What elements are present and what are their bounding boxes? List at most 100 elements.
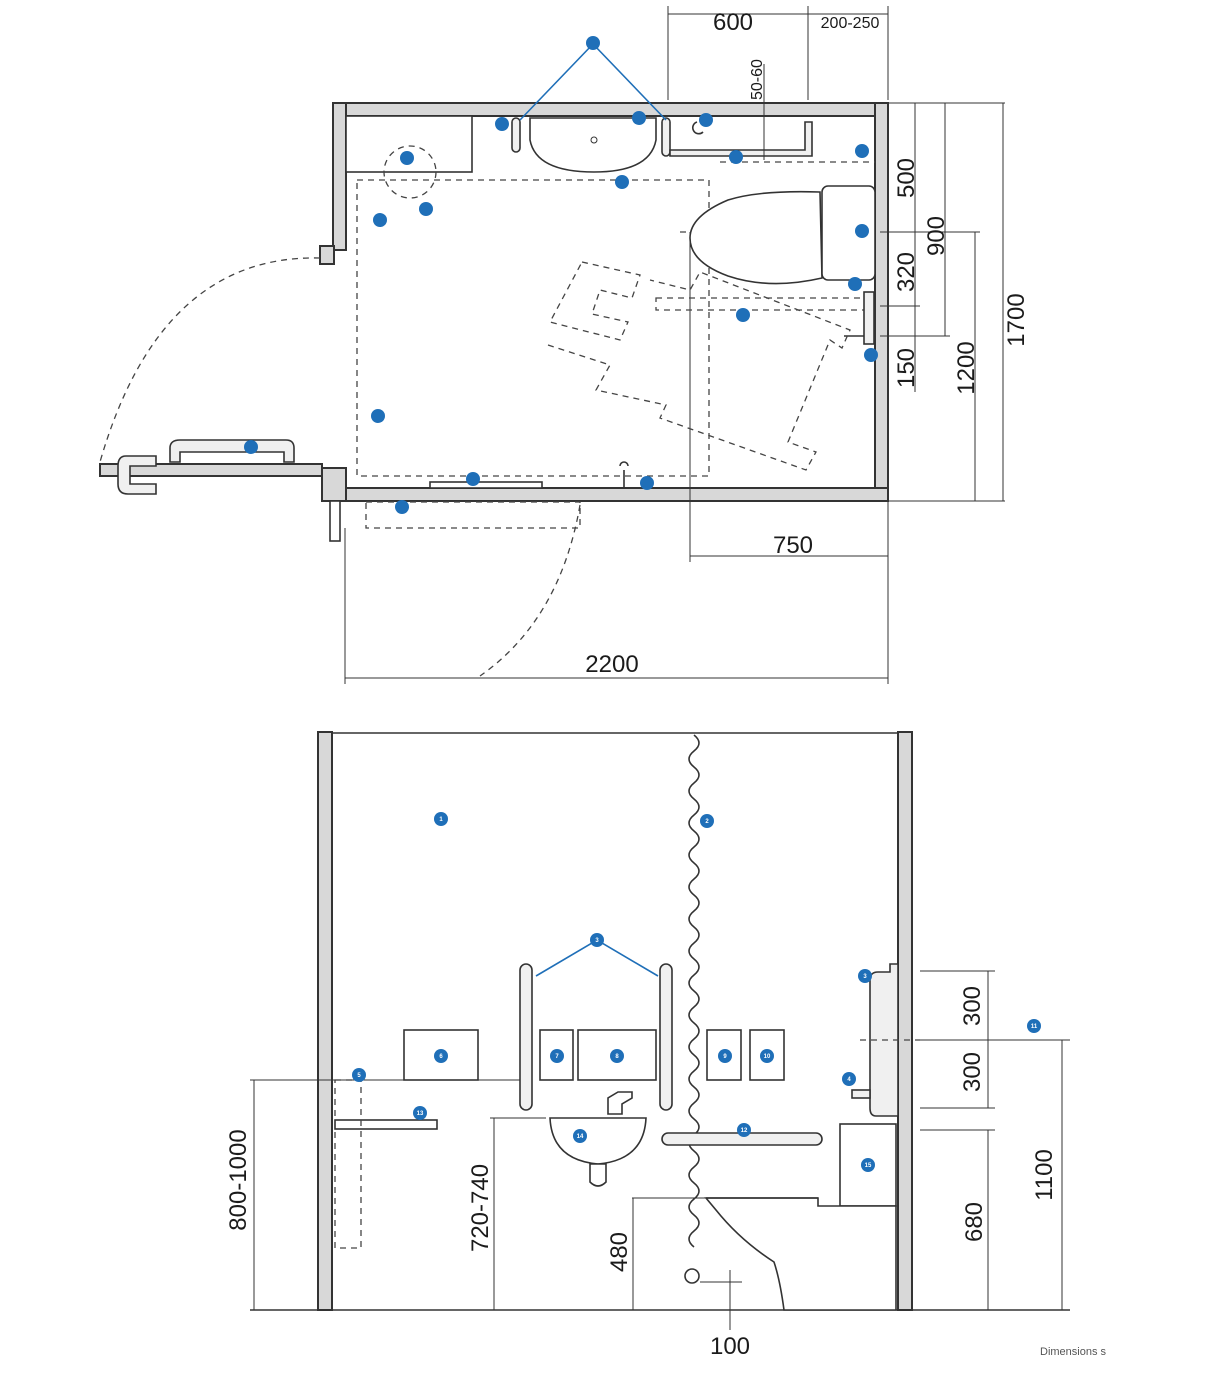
plan-marker bbox=[848, 277, 862, 291]
plan-outer-door-wall bbox=[99, 463, 323, 477]
marker-14-label: 14 bbox=[577, 1134, 584, 1140]
marker-11 bbox=[1027, 1019, 1041, 1033]
dim-750: 750 bbox=[773, 532, 813, 559]
turning-zone bbox=[356, 179, 710, 477]
marker-5 bbox=[352, 1068, 366, 1082]
elevation-view: 800-1000 720-740 480 100 300 300 680 110… bbox=[225, 731, 1070, 1360]
dim-720-740: 720-740 bbox=[467, 1164, 494, 1252]
elev-wall-right bbox=[897, 731, 913, 1311]
plan-marker bbox=[373, 213, 387, 227]
dim-300-bottom: 300 bbox=[959, 1052, 986, 1092]
plan-marker bbox=[615, 175, 629, 189]
elev-dim-right: 300 300 680 1100 bbox=[860, 970, 1070, 1310]
marker-7-label: 7 bbox=[555, 1054, 559, 1060]
marker-1-label: 1 bbox=[439, 817, 443, 823]
marker-2-label: 2 bbox=[705, 819, 709, 825]
marker-9-label: 9 bbox=[723, 1054, 727, 1060]
dim-500: 500 bbox=[893, 158, 920, 198]
marker-14 bbox=[573, 1129, 587, 1143]
dim-600: 600 bbox=[713, 9, 753, 36]
plan-grab-rail-right bbox=[661, 117, 671, 157]
marker-8-label: 8 bbox=[615, 1054, 619, 1060]
plan-toilet-pan bbox=[689, 190, 823, 285]
dim-100: 100 bbox=[710, 1333, 750, 1360]
elev-door-edge bbox=[334, 1079, 362, 1249]
dim-50-60: 50-60 bbox=[749, 59, 766, 100]
plan-wall-left-lower bbox=[321, 467, 347, 502]
plan-wall-right bbox=[874, 102, 889, 502]
plan-marker bbox=[371, 409, 385, 423]
door-swing-arc-lower bbox=[479, 504, 581, 677]
elev-basin-trap bbox=[589, 1163, 607, 1187]
footer-note: Dimensions s bbox=[1040, 1346, 1107, 1358]
elev-wall-left bbox=[317, 731, 333, 1311]
plan-marker bbox=[729, 150, 743, 164]
plan-marker bbox=[244, 440, 258, 454]
plan-door-jamb bbox=[319, 245, 335, 265]
plan-marker bbox=[632, 111, 646, 125]
alarm-cord-ring bbox=[684, 1268, 700, 1284]
marker-3b bbox=[858, 969, 872, 983]
marker-11-label: 11 bbox=[1031, 1024, 1038, 1030]
plan-soap-dispenser bbox=[691, 121, 704, 135]
plan-shelf-low bbox=[429, 481, 543, 489]
elev-tap bbox=[607, 1091, 633, 1115]
plan-marker bbox=[586, 36, 600, 50]
dim-right: 500 900 320 150 1200 1700 bbox=[880, 102, 1030, 502]
dim-680: 680 bbox=[961, 1202, 988, 1242]
plan-wall-rail bbox=[669, 121, 813, 157]
marker-1 bbox=[434, 812, 448, 826]
elev-dim-left: 800-1000 720-740 480 bbox=[225, 1080, 634, 1310]
marker-3 bbox=[590, 933, 604, 947]
dim-1100: 1100 bbox=[1031, 1149, 1058, 1201]
wheelchair-outline bbox=[547, 261, 851, 471]
plan-marker bbox=[495, 117, 509, 131]
dim-1700: 1700 bbox=[1003, 293, 1030, 346]
plan-marker bbox=[864, 348, 878, 362]
marker-8 bbox=[610, 1049, 624, 1063]
marker-3-label: 3 bbox=[595, 938, 599, 944]
plan-marker bbox=[419, 202, 433, 216]
elev-vertical-rail-right bbox=[659, 963, 673, 1111]
marker-7 bbox=[550, 1049, 564, 1063]
plan-wall-left-upper bbox=[332, 102, 347, 251]
door-swing-arc bbox=[99, 257, 321, 463]
elev-dim-bottom: 100 bbox=[700, 1270, 750, 1360]
elev-flush-handle bbox=[851, 1089, 871, 1099]
marker-13 bbox=[413, 1106, 427, 1120]
dim-1200: 1200 bbox=[953, 341, 980, 394]
plan-toilet-cistern bbox=[821, 185, 876, 281]
dim-900: 900 bbox=[923, 216, 950, 256]
marker-13-label: 13 bbox=[417, 1111, 424, 1117]
marker-6-label: 6 bbox=[439, 1054, 443, 1060]
plan-alarm-pull bbox=[619, 461, 629, 488]
plan-marker bbox=[640, 476, 654, 490]
outer-door-grab-rail bbox=[169, 439, 295, 463]
plan-wall-top bbox=[332, 102, 889, 117]
outer-door-handle bbox=[117, 455, 157, 495]
waste-bin-circle bbox=[383, 145, 437, 199]
dim-320: 320 bbox=[893, 252, 920, 292]
dim-150: 150 bbox=[893, 348, 920, 388]
outer-shelf-dashed bbox=[365, 501, 581, 529]
elev-vertical-rail-left bbox=[519, 963, 533, 1111]
dim-bottom: 750 2200 bbox=[344, 501, 889, 684]
plan-door-wall-stub bbox=[329, 500, 341, 542]
plan-marker bbox=[855, 144, 869, 158]
dim-800-1000: 800-1000 bbox=[225, 1129, 252, 1230]
plan-dropdown-rail bbox=[655, 297, 867, 311]
marker-15 bbox=[861, 1158, 875, 1172]
plan-marker bbox=[466, 472, 480, 486]
plan-wall-bottom bbox=[321, 487, 889, 502]
elev-toilet-pan bbox=[704, 1197, 897, 1311]
elev-shelf bbox=[334, 1119, 438, 1130]
plan-marker bbox=[736, 308, 750, 322]
plan-washbasin bbox=[529, 117, 657, 173]
marker-6 bbox=[434, 1049, 448, 1063]
marker-4 bbox=[842, 1072, 856, 1086]
elev-washbasin bbox=[549, 1117, 647, 1165]
dim-top: 600 200-250 50-60 bbox=[667, 6, 889, 160]
plan-view: 600 200-250 50-60 500 900 320 150 1200 1… bbox=[99, 6, 1030, 684]
plan-markers bbox=[244, 36, 878, 514]
